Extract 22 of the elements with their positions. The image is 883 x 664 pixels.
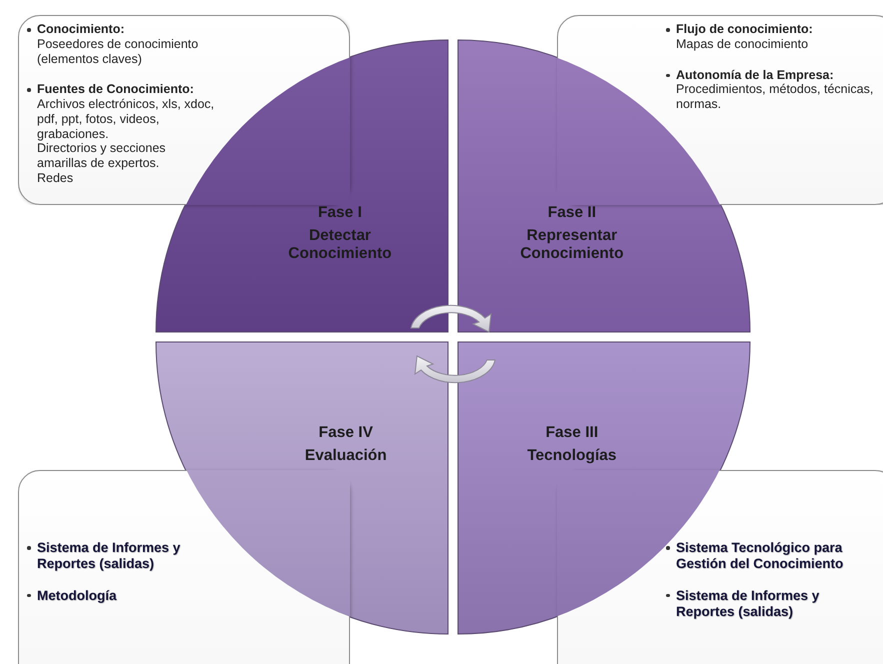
phase-label: Fase IV (318, 424, 374, 443)
body-text: Procedimientos, métodos, técnicas, normas. (675, 82, 874, 112)
body-text: Directorios y secciones amarillas de expertos. (36, 141, 167, 171)
bullet-heading: Sistema Tecnológico para Gestión del Conocimiento (664, 540, 869, 572)
phase-label: Fase I (316, 204, 363, 223)
phase-label: Representar Conocimiento (519, 226, 625, 264)
body-text: Archivos electrónicos, xls, xdoc, pdf, ppt, fotos, videos, grabaciones. (36, 97, 215, 142)
bullet-heading: Flujo de conocimiento: (664, 22, 876, 37)
bullet-heading: Sistema de Informes y Reportes (salidas) (664, 588, 869, 620)
phase-label: Tecnologías (526, 446, 618, 466)
phase-label: Evaluación (304, 446, 388, 466)
body-text: Redes (36, 170, 74, 186)
body-text: Poseedores de conocimiento (elementos claves) (36, 36, 200, 66)
phase-label: Fase II (546, 204, 597, 223)
bullet-heading: Metodología (25, 588, 205, 604)
bullet-heading: Sistema de Informes y Reportes (salidas) (25, 540, 205, 572)
bullet-heading: Fuentes de Conocimiento: (25, 82, 215, 97)
bullet-heading: Autonomía de la Empresa: (664, 68, 876, 82)
bullet-heading: Conocimiento: (25, 22, 215, 37)
body-text: Mapas de conocimiento (675, 36, 810, 52)
phase-label: Detectar Conocimiento (287, 226, 393, 264)
phase-label: Fase III (544, 424, 600, 443)
